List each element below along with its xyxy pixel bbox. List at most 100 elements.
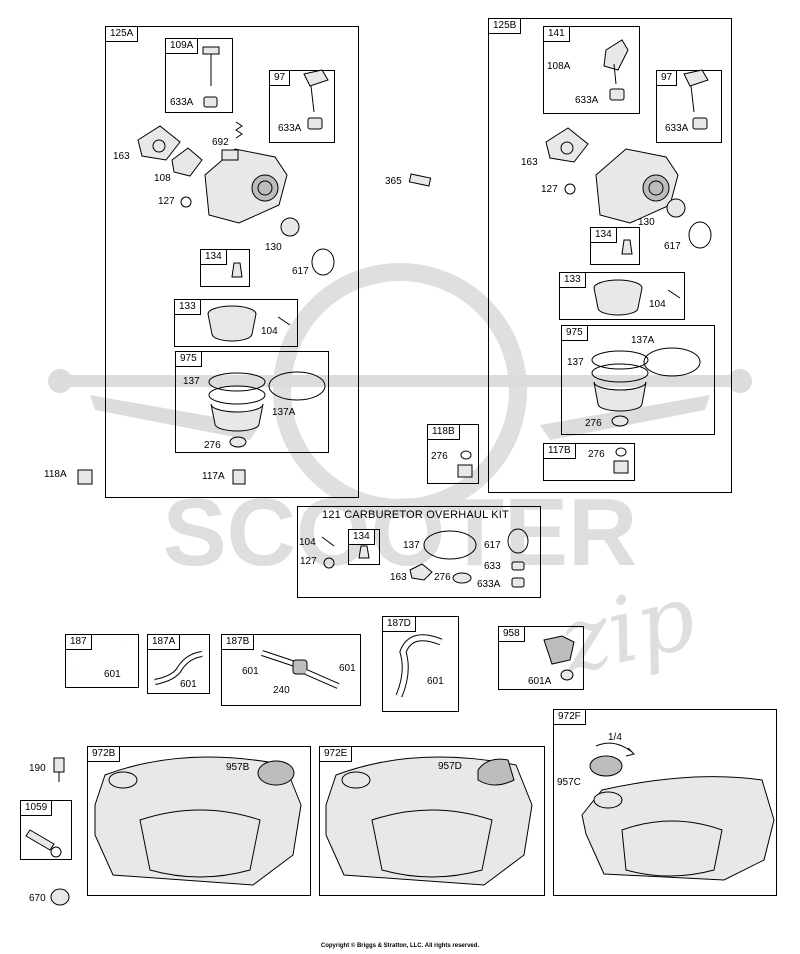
kit-title: 121 CARBURETOR OVERHAUL KIT xyxy=(322,509,509,521)
nut-118A-icon xyxy=(77,469,93,485)
bolt-190-icon xyxy=(53,757,65,782)
label-633: 633 xyxy=(484,561,501,572)
subgroup-141: 141 xyxy=(543,26,640,114)
group-tag: 187D xyxy=(383,617,416,632)
label-127: 127 xyxy=(158,196,175,207)
group-tag: 125A xyxy=(106,27,139,42)
label-617: 617 xyxy=(484,540,501,551)
subgroup-tag: 975 xyxy=(562,326,588,341)
lever-141-icon xyxy=(603,39,629,101)
label-130: 130 xyxy=(265,242,282,253)
group-187D: 187D xyxy=(382,616,459,712)
group-125B: 125B xyxy=(488,18,732,493)
float-133b-icon xyxy=(593,279,681,316)
fuel-line-187-icon xyxy=(75,644,128,674)
carburetor-125B-icon xyxy=(595,148,679,224)
group-tag: 972F xyxy=(554,710,586,725)
label-601: 601 xyxy=(104,669,121,680)
label-633A: 633A xyxy=(278,123,302,134)
label-163: 163 xyxy=(390,572,407,583)
group-tag: 1059 xyxy=(21,801,53,816)
fuel-tank-972E-icon xyxy=(325,756,533,886)
label-276: 276 xyxy=(434,572,451,583)
group-tag: 118B xyxy=(428,425,460,440)
nut-117A-icon xyxy=(232,469,246,485)
plate-130-icon xyxy=(280,217,300,237)
label-130: 130 xyxy=(638,217,655,228)
bowl-975-icon xyxy=(208,371,326,448)
label-692: 692 xyxy=(212,137,229,148)
fuel-line-187A-icon xyxy=(154,651,203,685)
subgroup-134: 134 xyxy=(200,249,250,287)
label-957D: 957D xyxy=(438,761,462,772)
group-187A: 187A xyxy=(147,634,210,694)
screw-97b-icon xyxy=(683,69,709,130)
subgroup-tag: 133 xyxy=(175,300,201,315)
fitting-1059-icon xyxy=(25,829,62,858)
group-972B: 972B xyxy=(87,746,311,896)
label-276: 276 xyxy=(585,418,602,429)
o-ring-617b-icon xyxy=(688,221,712,249)
label-601: 601 xyxy=(180,679,197,690)
label-633A: 633A xyxy=(170,97,194,108)
label-276: 276 xyxy=(431,451,448,462)
subgroup-tag: 109A xyxy=(166,39,199,54)
screw-97-icon xyxy=(303,69,329,130)
label-163: 163 xyxy=(521,157,538,168)
kit-subgroup-134: 134 xyxy=(348,529,380,565)
label-276: 276 xyxy=(204,440,221,451)
copyright-notice: Copyright © Briggs & Stratton, LLC. All … xyxy=(320,943,480,949)
gasket-163b-icon xyxy=(545,127,589,163)
label-137A: 137A xyxy=(631,335,655,346)
subgroup-tag: 975 xyxy=(176,352,202,367)
label-601: 601 xyxy=(339,663,356,674)
subgroup-97: 97 xyxy=(269,70,335,143)
label-137: 137 xyxy=(183,376,200,387)
subgroup-tag: 134 xyxy=(591,228,617,243)
group-tag: 972E xyxy=(320,747,353,762)
group-tag: 187B xyxy=(222,635,255,650)
group-1059: 1059 xyxy=(20,800,72,860)
screw-109A-icon xyxy=(202,46,220,108)
fuel-tank-972B-icon xyxy=(94,756,302,886)
label-633A: 633A xyxy=(665,123,689,134)
label-quarter-turn: 1/4 xyxy=(608,732,622,743)
shutoff-valve-958-icon xyxy=(543,635,575,681)
seat-134-icon xyxy=(231,262,243,278)
bowl-975b-icon xyxy=(591,347,701,427)
group-tag: 117B xyxy=(544,444,576,459)
group-tag: 125B xyxy=(489,19,522,34)
group-tag: 187A xyxy=(148,635,181,650)
label-240: 240 xyxy=(273,685,290,696)
group-125A: 125A xyxy=(105,26,359,498)
nut-118B-icon xyxy=(457,450,473,478)
subgroup-tag: 97 xyxy=(657,71,678,86)
label-108A: 108A xyxy=(547,61,571,72)
spring-692-icon xyxy=(235,121,243,139)
seat-134b-icon xyxy=(621,239,633,255)
subgroup-tag: 133 xyxy=(560,273,586,288)
subgroup-tag: 97 xyxy=(270,71,291,86)
subgroup-tag: 141 xyxy=(544,27,570,42)
label-633A: 633A xyxy=(477,579,501,590)
subgroup-975: 975 xyxy=(175,351,329,453)
label-118A: 118A xyxy=(44,469,67,480)
group-tag: 972B xyxy=(88,747,121,762)
group-972E: 972E xyxy=(319,746,545,896)
label-633A: 633A xyxy=(575,95,599,106)
group-187: 187 xyxy=(65,634,139,688)
subgroup-tag: 134 xyxy=(201,250,227,265)
fuel-filter-187B-icon xyxy=(261,650,340,689)
subgroup-97b: 97 xyxy=(656,70,722,143)
label-601: 601 xyxy=(427,676,444,687)
label-127: 127 xyxy=(541,184,558,195)
group-tag: 187 xyxy=(66,635,92,650)
screw-365-icon xyxy=(408,173,432,187)
label-127: 127 xyxy=(300,556,317,567)
group-958: 958 xyxy=(498,626,584,690)
group-972F: 972F xyxy=(553,709,777,896)
label-108: 108 xyxy=(154,173,171,184)
gasket-108-icon xyxy=(171,147,203,177)
kit-parts-icon xyxy=(321,528,529,588)
label-163: 163 xyxy=(113,151,130,162)
